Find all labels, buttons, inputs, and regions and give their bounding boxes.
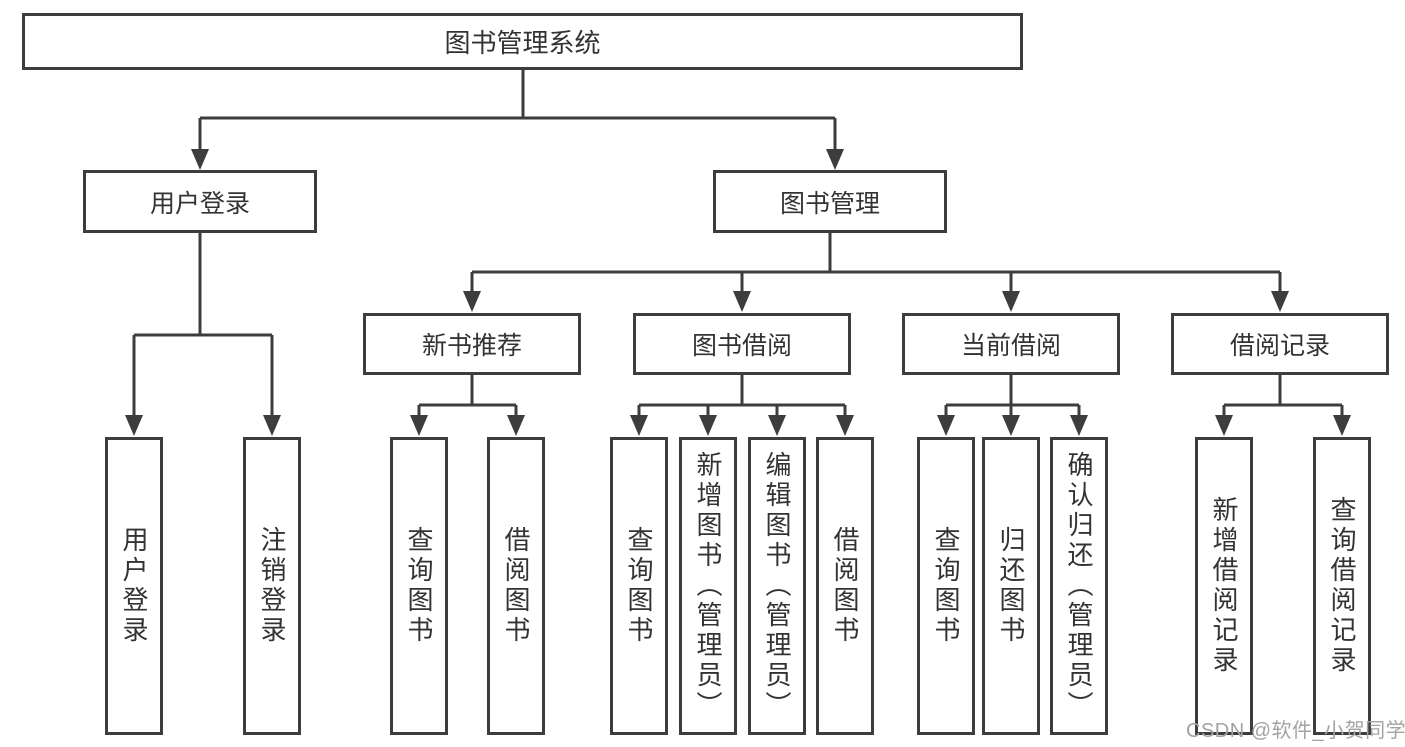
leaf-label: 查询图书 — [931, 526, 961, 646]
node-book-borrow: 图书借阅 — [633, 313, 851, 375]
leaf-label: 归还图书 — [996, 526, 1026, 646]
watermark: CSDN @软件_小贺同学 — [1186, 720, 1405, 742]
node-current-borrow: 当前借阅 — [902, 313, 1120, 375]
leaf-query-books-newbook: 查询图书 — [390, 437, 448, 735]
leaf-borrow-books-borrow: 借阅图书 — [816, 437, 874, 735]
leaf-query-borrow-record: 查询借阅记录 — [1313, 437, 1371, 735]
leaf-label: 用户登录 — [119, 526, 149, 646]
leaf-label: 确认归还（管理员） — [1064, 451, 1094, 721]
node-book-management: 图书管理 — [713, 170, 947, 233]
leaf-label: 借阅图书 — [501, 526, 531, 646]
node-borrow-records: 借阅记录 — [1171, 313, 1389, 375]
leaf-edit-book-admin: 编辑图书（管理员） — [748, 437, 806, 735]
leaf-confirm-return-admin: 确认归还（管理员） — [1050, 437, 1108, 735]
leaf-return-book: 归还图书 — [982, 437, 1040, 735]
leaf-label: 新增图书（管理员） — [693, 451, 723, 721]
leaf-add-borrow-record: 新增借阅记录 — [1195, 437, 1253, 735]
node-new-book-recommend: 新书推荐 — [363, 313, 581, 375]
leaf-borrow-books-newbook: 借阅图书 — [487, 437, 545, 735]
leaf-label: 编辑图书（管理员） — [762, 451, 792, 721]
leaf-query-books-borrow: 查询图书 — [610, 437, 668, 735]
leaf-label: 注销登录 — [257, 526, 287, 646]
leaf-add-book-admin: 新增图书（管理员） — [679, 437, 737, 735]
leaf-logout: 注销登录 — [243, 437, 301, 735]
leaf-label: 查询图书 — [624, 526, 654, 646]
node-library-system: 图书管理系统 — [22, 13, 1023, 70]
leaf-label: 查询借阅记录 — [1327, 496, 1357, 676]
leaf-label: 新增借阅记录 — [1209, 496, 1239, 676]
leaf-query-books-current: 查询图书 — [917, 437, 975, 735]
leaf-user-login: 用户登录 — [105, 437, 163, 735]
leaf-label: 借阅图书 — [830, 526, 860, 646]
node-user-login: 用户登录 — [83, 170, 317, 233]
leaf-label: 查询图书 — [404, 526, 434, 646]
